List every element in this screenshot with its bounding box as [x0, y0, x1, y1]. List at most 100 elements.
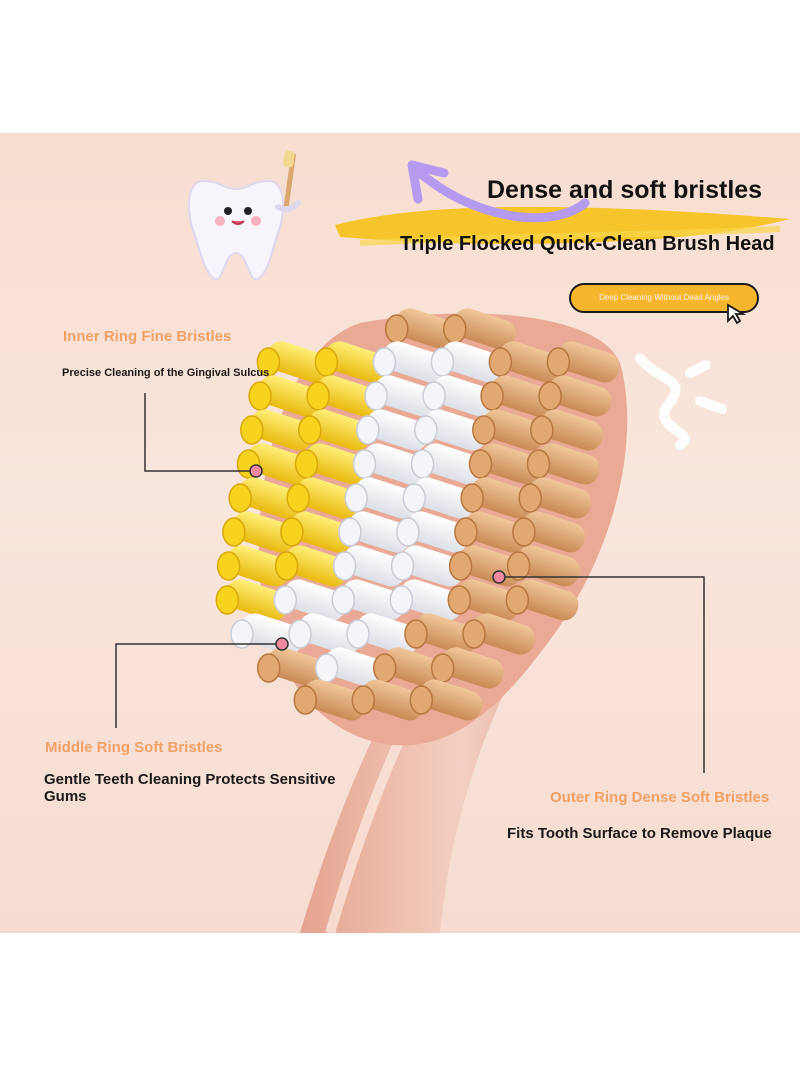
bristle-tuft — [348, 511, 412, 553]
bristle-tip — [462, 619, 486, 649]
outer-ring-title: Outer Ring Dense Soft Bristles — [550, 789, 770, 806]
bristle-tip — [240, 415, 264, 445]
bristle-tuft — [238, 477, 302, 519]
bristle-tuft — [258, 375, 322, 417]
bristle-tuft — [266, 647, 330, 689]
outer-marker — [492, 570, 506, 584]
bristle-tip — [338, 517, 362, 547]
bristle-tip — [346, 619, 370, 649]
bristle-tuft — [342, 545, 406, 587]
bristle-tuft — [498, 341, 562, 383]
bristle-tuft — [246, 443, 310, 485]
bristle-tuft — [298, 613, 362, 655]
bristle-tuft — [356, 613, 420, 655]
bristle-tip — [472, 415, 496, 445]
deep-cleaning-badge: Deep Cleaning Without Dead Angles — [569, 283, 759, 313]
bristle-tuft — [457, 579, 521, 621]
bristle-tip — [215, 585, 240, 615]
bristle-tuft — [266, 341, 330, 383]
inner-ring-title: Inner Ring Fine Bristles — [63, 328, 232, 345]
bristle-tip — [344, 483, 368, 513]
middle-ring-desc: Gentle Teeth Cleaning Protects Sensitive… — [44, 771, 336, 805]
bristle-tip — [488, 347, 513, 377]
bristle-tuft — [548, 375, 612, 417]
bristle-tip — [506, 551, 531, 581]
bristle-tip — [286, 483, 310, 513]
bristle-tuft — [395, 308, 458, 350]
tooth-mascot-icon — [187, 150, 301, 281]
bristle-tip — [422, 381, 446, 411]
bristle-tuft — [516, 545, 580, 587]
bristle-tuft — [283, 579, 347, 621]
bristle-tip — [256, 347, 281, 377]
headline-subtitle: Triple Flocked Quick-Clean Brush Head — [400, 233, 775, 255]
bristle-tuft — [400, 545, 464, 587]
bristle-tuft — [424, 409, 487, 451]
bristle-tip — [538, 381, 562, 411]
bristle-tuft — [464, 511, 528, 553]
bristle-tuft — [490, 375, 554, 417]
inner-leader-line — [144, 393, 256, 472]
bristle-tip — [443, 314, 467, 344]
bristle-tuft — [324, 341, 388, 383]
bristle-tuft — [324, 647, 388, 689]
bristle-tip — [518, 483, 542, 513]
bristle-tuft — [419, 679, 483, 721]
product-banner: Dense and soft bristles Triple Flocked Q… — [0, 133, 800, 933]
bristle-tuft — [412, 477, 476, 519]
bristle-tuft — [515, 579, 579, 621]
bristle-tip — [389, 585, 414, 615]
bristle-tip — [248, 381, 272, 411]
bristle-tip — [409, 685, 434, 715]
bristle-tip — [390, 551, 415, 581]
bristle-tip — [468, 449, 493, 479]
bristle-tip — [402, 483, 426, 513]
bristle-tip — [454, 517, 478, 547]
bristle-tuft — [536, 443, 600, 485]
headline-title: Dense and soft bristles — [487, 176, 763, 204]
whoosh-doodle — [635, 353, 727, 450]
bristle-tuft — [250, 409, 313, 451]
bristle-tip — [385, 314, 409, 344]
bristle-tip — [294, 449, 319, 479]
bristle-tip — [314, 653, 339, 683]
inner-marker — [249, 464, 263, 478]
bristle-tip — [546, 347, 571, 377]
bristle-tuft — [308, 409, 371, 451]
middle-leader-line — [115, 643, 282, 728]
bristle-tip — [216, 551, 241, 581]
bristle-tuft — [556, 341, 620, 383]
bristle-tuft — [290, 511, 354, 553]
bristle-tip — [351, 685, 376, 715]
bristle-tip — [372, 347, 397, 377]
middle-ring-title: Middle Ring Soft Bristles — [45, 739, 223, 756]
cursor-icon — [727, 303, 747, 325]
bristle-tuft — [399, 579, 463, 621]
bristle-tip — [222, 517, 246, 547]
curved-arrow-icon — [407, 160, 590, 223]
bristle-tuft — [470, 477, 534, 519]
bristle-tuft — [316, 375, 380, 417]
bristle-tip — [410, 449, 435, 479]
bristle-tip — [530, 415, 554, 445]
bristle-tip — [480, 381, 504, 411]
bristle-tip — [372, 653, 397, 683]
bristle-tuft — [361, 679, 425, 721]
bristle-tip — [273, 585, 298, 615]
bristle-tuft — [453, 308, 516, 350]
bristle-tuft — [296, 477, 360, 519]
bristle-tip — [526, 449, 551, 479]
bristle-tuft — [226, 545, 290, 587]
bristle-tuft — [482, 409, 545, 451]
bristle-tip — [293, 685, 318, 715]
outer-leader-line — [499, 576, 705, 773]
bristle-tip — [274, 551, 299, 581]
bristle-tuft — [366, 409, 429, 451]
bristle-tuft — [522, 511, 586, 553]
bristle-tip — [314, 347, 339, 377]
bristle-tuft — [440, 647, 504, 689]
bristle-tip — [396, 517, 420, 547]
bristle-tip — [230, 619, 254, 649]
outer-ring-desc: Fits Tooth Surface to Remove Plaque — [507, 825, 772, 842]
bristle-tufts — [215, 308, 620, 721]
